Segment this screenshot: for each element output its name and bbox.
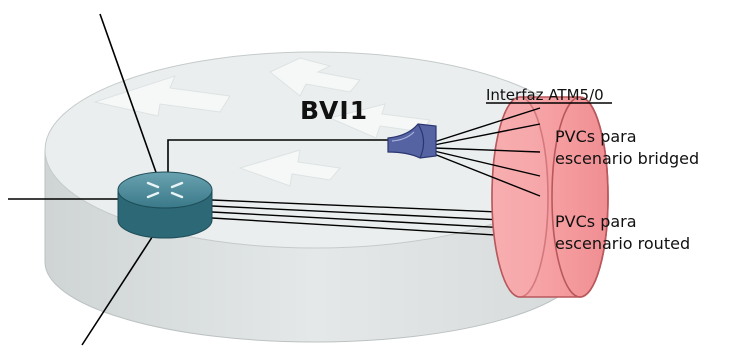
pvc-routed-label: PVCs para escenario routed (555, 211, 690, 255)
bridge-virtual-interface-icon (387, 123, 437, 159)
bvi-label: BVI1 (300, 96, 369, 125)
router-cables (8, 13, 390, 346)
pvc-bridged-label: PVCs para escenario bridged (555, 126, 699, 170)
routed-pvc-lines (211, 199, 546, 239)
pvc-bridged-line-1: PVCs para (555, 127, 637, 146)
atm-interface-cylinder-icon (491, 96, 609, 298)
pvc-routed-line-1: PVCs para (555, 212, 637, 231)
pvc-routed-line-2: escenario routed (555, 234, 691, 253)
bridged-pvc-lines (433, 107, 541, 197)
router-icon (117, 171, 213, 239)
interface-label: Interfaz ATM5/0 (486, 86, 604, 104)
pvc-bridged-line-2: escenario bridged (555, 149, 700, 168)
